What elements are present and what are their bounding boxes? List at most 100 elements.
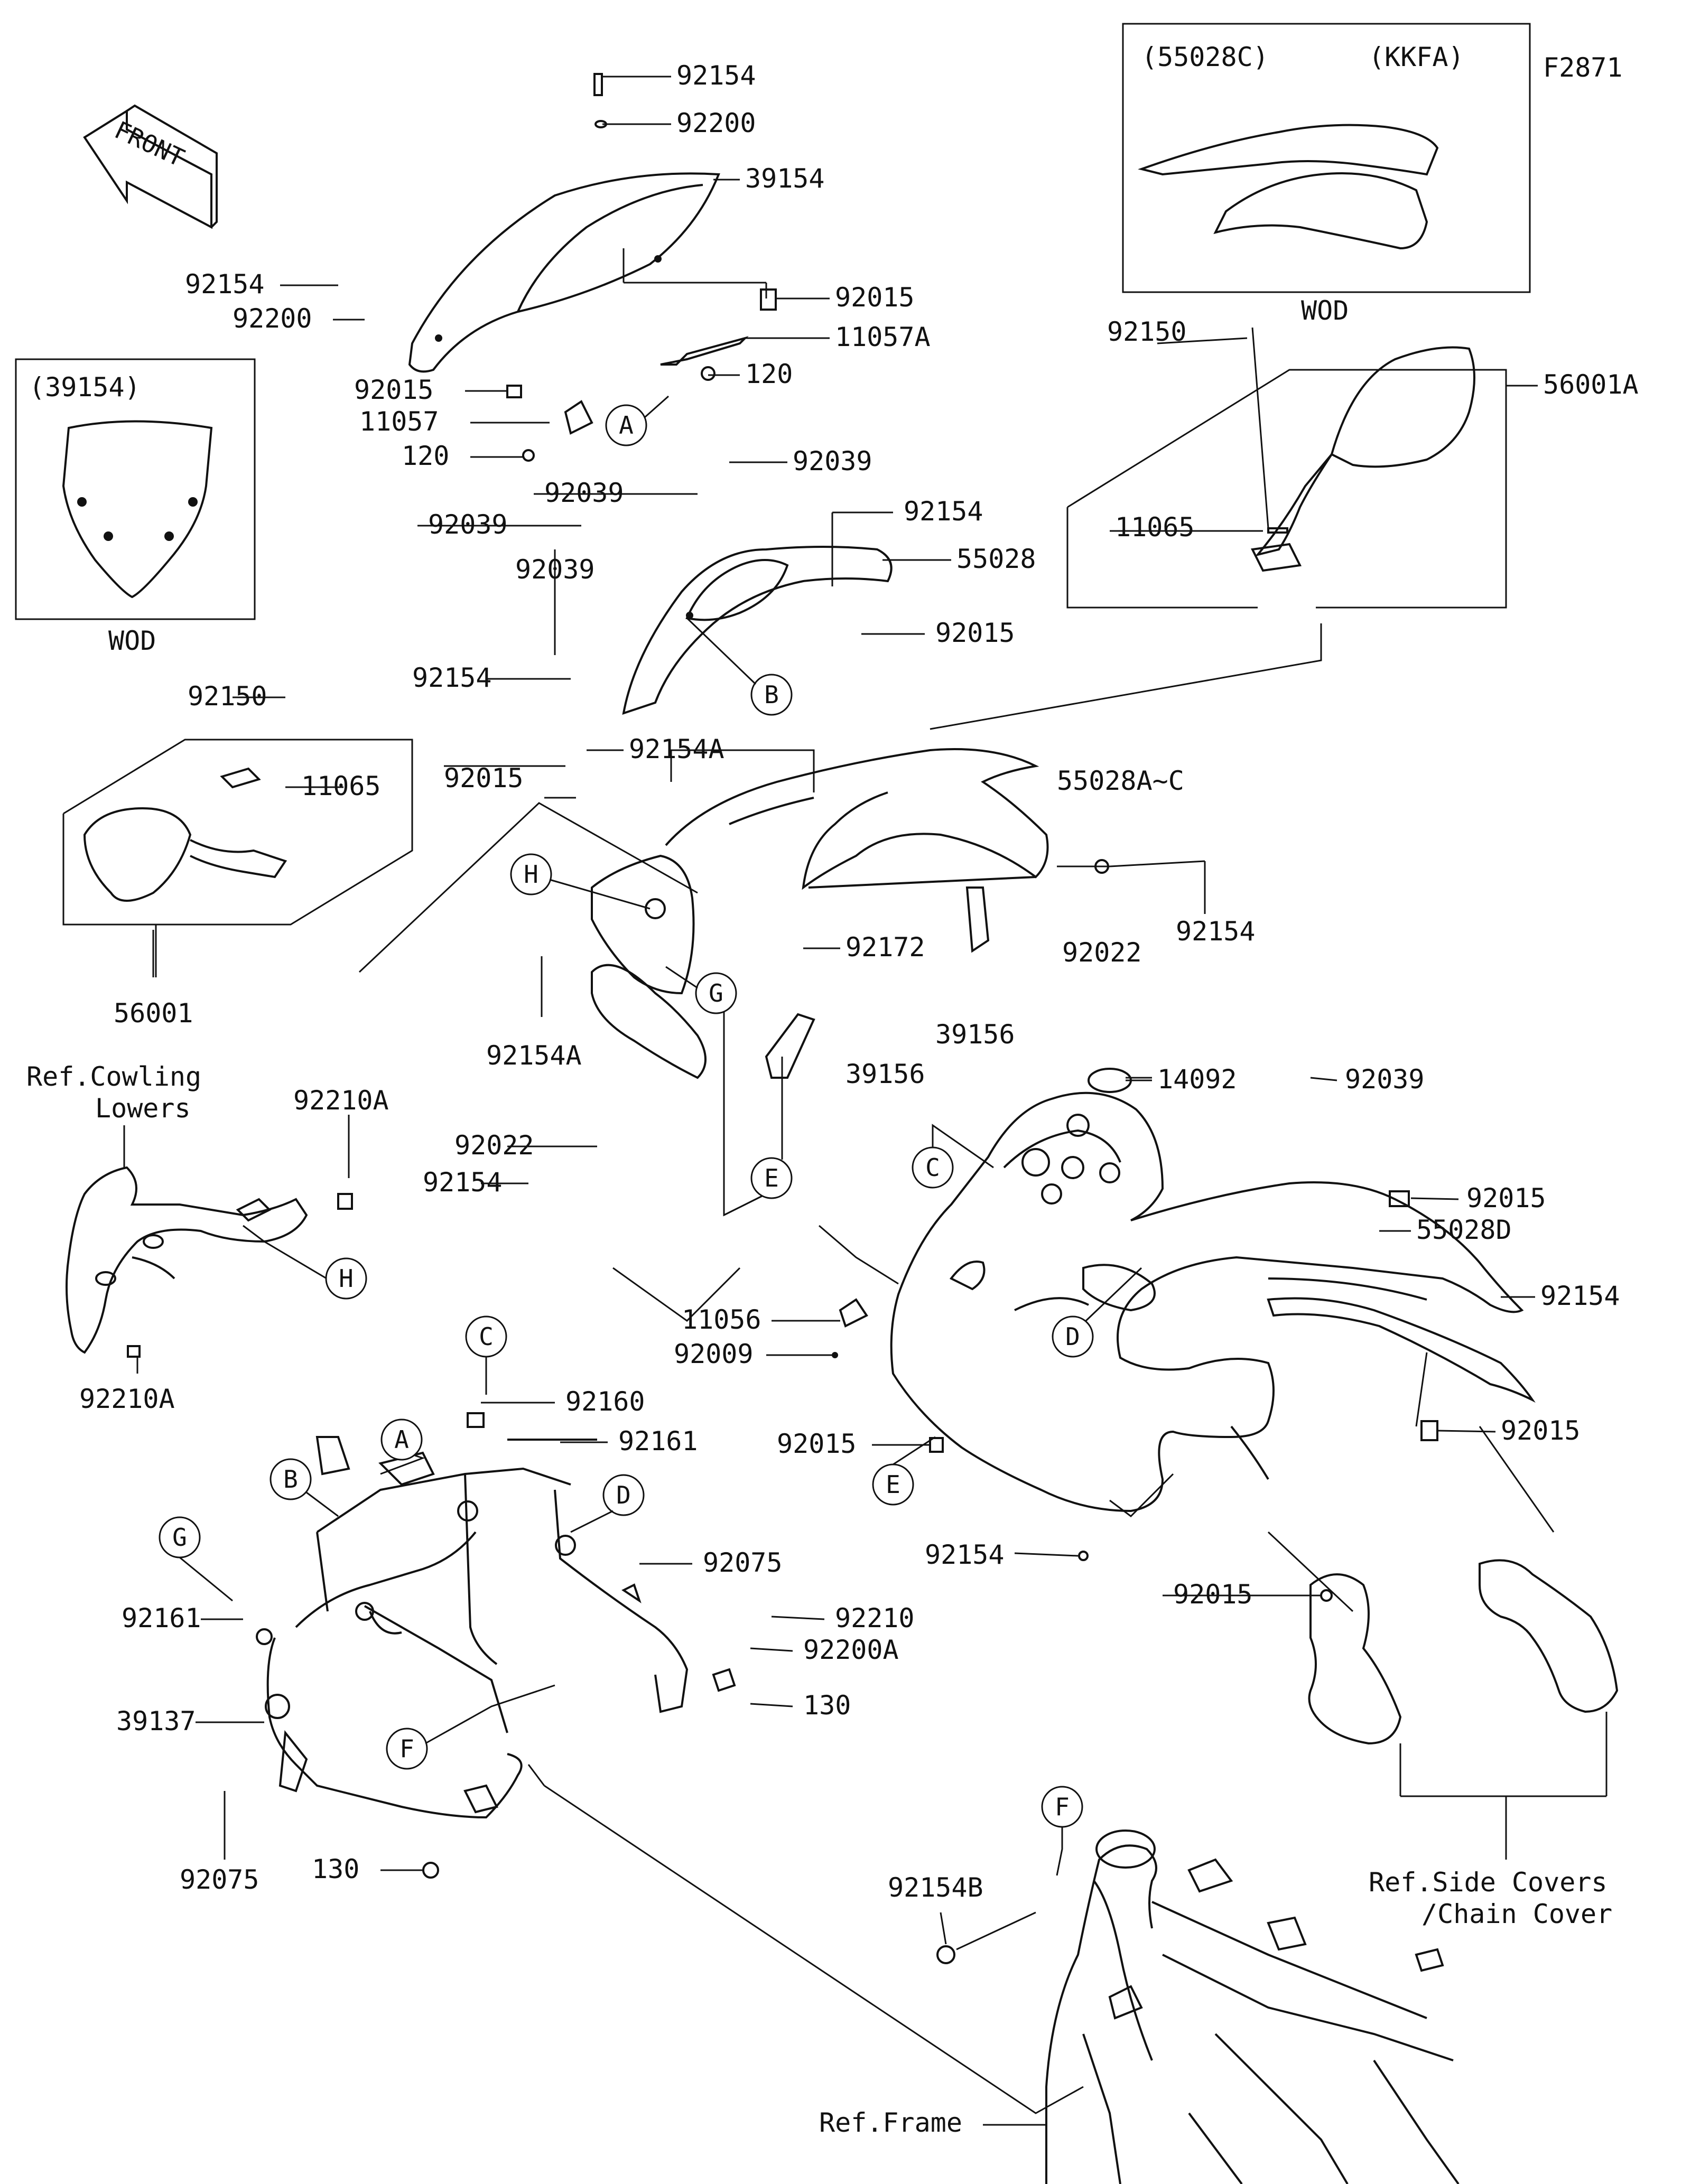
- svg-text:A: A: [394, 1425, 409, 1454]
- label-56001a: 56001A: [1543, 369, 1639, 400]
- inset-cowl-part: (55028C): [1141, 42, 1269, 72]
- label-92075-b: 92075: [180, 1864, 259, 1895]
- windshield: [408, 172, 720, 373]
- connector-lines: [152, 623, 1555, 2114]
- label-11056: 11056: [682, 1304, 761, 1335]
- main-cowl-55028d: [890, 1091, 1524, 1513]
- label-92200-left: 92200: [233, 303, 312, 334]
- label-92009: 92009: [674, 1339, 754, 1369]
- label-92154a: 92154A: [629, 734, 724, 764]
- svg-text:C: C: [925, 1153, 940, 1182]
- side-cover-ref-parts: [1308, 1559, 1619, 1860]
- label-92172: 92172: [846, 932, 925, 963]
- label-55028: 55028: [956, 544, 1036, 574]
- svg-text:C: C: [479, 1322, 494, 1351]
- part-labels: 92154 92200 39154 92015 11057A 120 92154…: [79, 60, 1639, 1903]
- label-92200: 92200: [676, 108, 756, 138]
- label-92154-c: 92154: [423, 1167, 503, 1198]
- front-arrow-icon: FRONT: [83, 104, 218, 229]
- label-92210: 92210: [835, 1603, 915, 1634]
- label-92015-g: 92015: [777, 1429, 857, 1459]
- label-92039-e: 92039: [1345, 1064, 1425, 1095]
- mirror-56001a: [1066, 346, 1538, 609]
- callout-a-upper: A: [605, 404, 647, 446]
- callout-d-upper: D: [1052, 1315, 1094, 1358]
- label-92154-f: 92154: [925, 1539, 1005, 1570]
- callout-h-lower: H: [325, 1257, 367, 1300]
- label-92039-c: 92039: [428, 509, 508, 540]
- label-39154: 39154: [745, 163, 825, 194]
- ref-side-covers-2: /Chain Cover: [1421, 1899, 1612, 1929]
- svg-text:F: F: [399, 1734, 414, 1763]
- windshield-hardware: [506, 73, 777, 462]
- callout-b-upper: B: [750, 674, 793, 716]
- callout-g-lower: G: [159, 1516, 201, 1558]
- callout-b-lower: B: [270, 1458, 312, 1500]
- front-cowl-left: [591, 854, 990, 1079]
- ref-cowling-lowers-2: Lowers: [95, 1093, 191, 1124]
- label-92154-right: 92154: [1176, 916, 1256, 947]
- svg-text:B: B: [764, 680, 779, 709]
- label-11057a: 11057A: [835, 322, 931, 352]
- side-cowl-trim: [1267, 1297, 1536, 1403]
- label-92154a-b: 92154A: [486, 1040, 582, 1071]
- label-92154-mid: 92154: [904, 496, 983, 527]
- label-39156-b: 39156: [846, 1059, 925, 1089]
- label-92154: 92154: [676, 60, 756, 91]
- label-92161-b: 92161: [122, 1603, 201, 1634]
- label-120: 120: [745, 359, 793, 389]
- label-92015-mid: 92015: [935, 618, 1015, 648]
- inset-cowl-note: WOD: [1301, 295, 1349, 326]
- inner-cowl-55028: [622, 546, 893, 715]
- label-130: 130: [803, 1690, 851, 1721]
- label-92154-left: 92154: [185, 269, 265, 300]
- label-92015-e: 92015: [1466, 1183, 1546, 1214]
- label-56001: 56001: [114, 998, 193, 1029]
- svg-text:H: H: [524, 860, 538, 889]
- label-92160: 92160: [565, 1386, 645, 1417]
- figure-code: F2871: [1543, 52, 1623, 83]
- callout-c-lower: C: [465, 1315, 507, 1358]
- cowling-lower-ref: [66, 1166, 353, 1358]
- label-11065: 11065: [301, 771, 381, 801]
- label-92015-c: 92015: [444, 763, 524, 794]
- inset-windshield: (39154) WOD: [15, 358, 256, 656]
- frame-ref: [1045, 1830, 1460, 2184]
- callout-circles: A B C D E F G H A B C D E F G H: [159, 404, 1094, 1828]
- cowl-stay-frame: [256, 1412, 736, 1819]
- label-11065-b: 11065: [1115, 512, 1195, 543]
- callout-f-lower: F: [386, 1728, 428, 1770]
- label-92015: 92015: [835, 282, 915, 313]
- label-92022-b: 92022: [454, 1130, 534, 1161]
- callout-e-lower: E: [872, 1463, 914, 1506]
- upper-cowl-55028a: [665, 748, 1049, 890]
- label-92154-b: 92154: [412, 662, 492, 693]
- label-92210a: 92210A: [293, 1085, 389, 1116]
- label-92210a-b: 92210A: [79, 1384, 175, 1414]
- inset-windshield-note: WOD: [108, 626, 156, 656]
- ref-labels: Ref.Cowling Lowers Ref.Side Covers /Chai…: [26, 1061, 1612, 2138]
- label-92022: 92022: [1062, 937, 1142, 968]
- windshield-labels: [280, 76, 830, 458]
- svg-text:G: G: [709, 979, 723, 1007]
- callout-a-lower: A: [380, 1418, 423, 1461]
- label-92161: 92161: [618, 1426, 698, 1457]
- inset-cowl: (55028C) (KKFA) WOD: [1122, 23, 1531, 326]
- label-92154-e: 92154: [1540, 1281, 1620, 1311]
- label-39156-a: 39156: [935, 1019, 1015, 1050]
- callout-h-upper: H: [510, 853, 552, 895]
- svg-text:D: D: [1065, 1322, 1080, 1351]
- label-11057: 11057: [359, 406, 439, 437]
- label-55028a-c: 55028A~C: [1057, 766, 1184, 796]
- label-92015-f: 92015: [1501, 1415, 1581, 1446]
- label-130-b: 130: [312, 1854, 359, 1884]
- svg-text:G: G: [172, 1523, 187, 1552]
- svg-text:E: E: [764, 1164, 779, 1192]
- ref-frame: Ref.Frame: [819, 2107, 962, 2138]
- label-92039-a: 92039: [793, 446, 872, 477]
- svg-text:H: H: [339, 1264, 354, 1293]
- mirror-56001: [62, 739, 413, 977]
- ref-side-covers-1: Ref.Side Covers: [1369, 1867, 1608, 1898]
- callout-g-upper: G: [695, 972, 737, 1014]
